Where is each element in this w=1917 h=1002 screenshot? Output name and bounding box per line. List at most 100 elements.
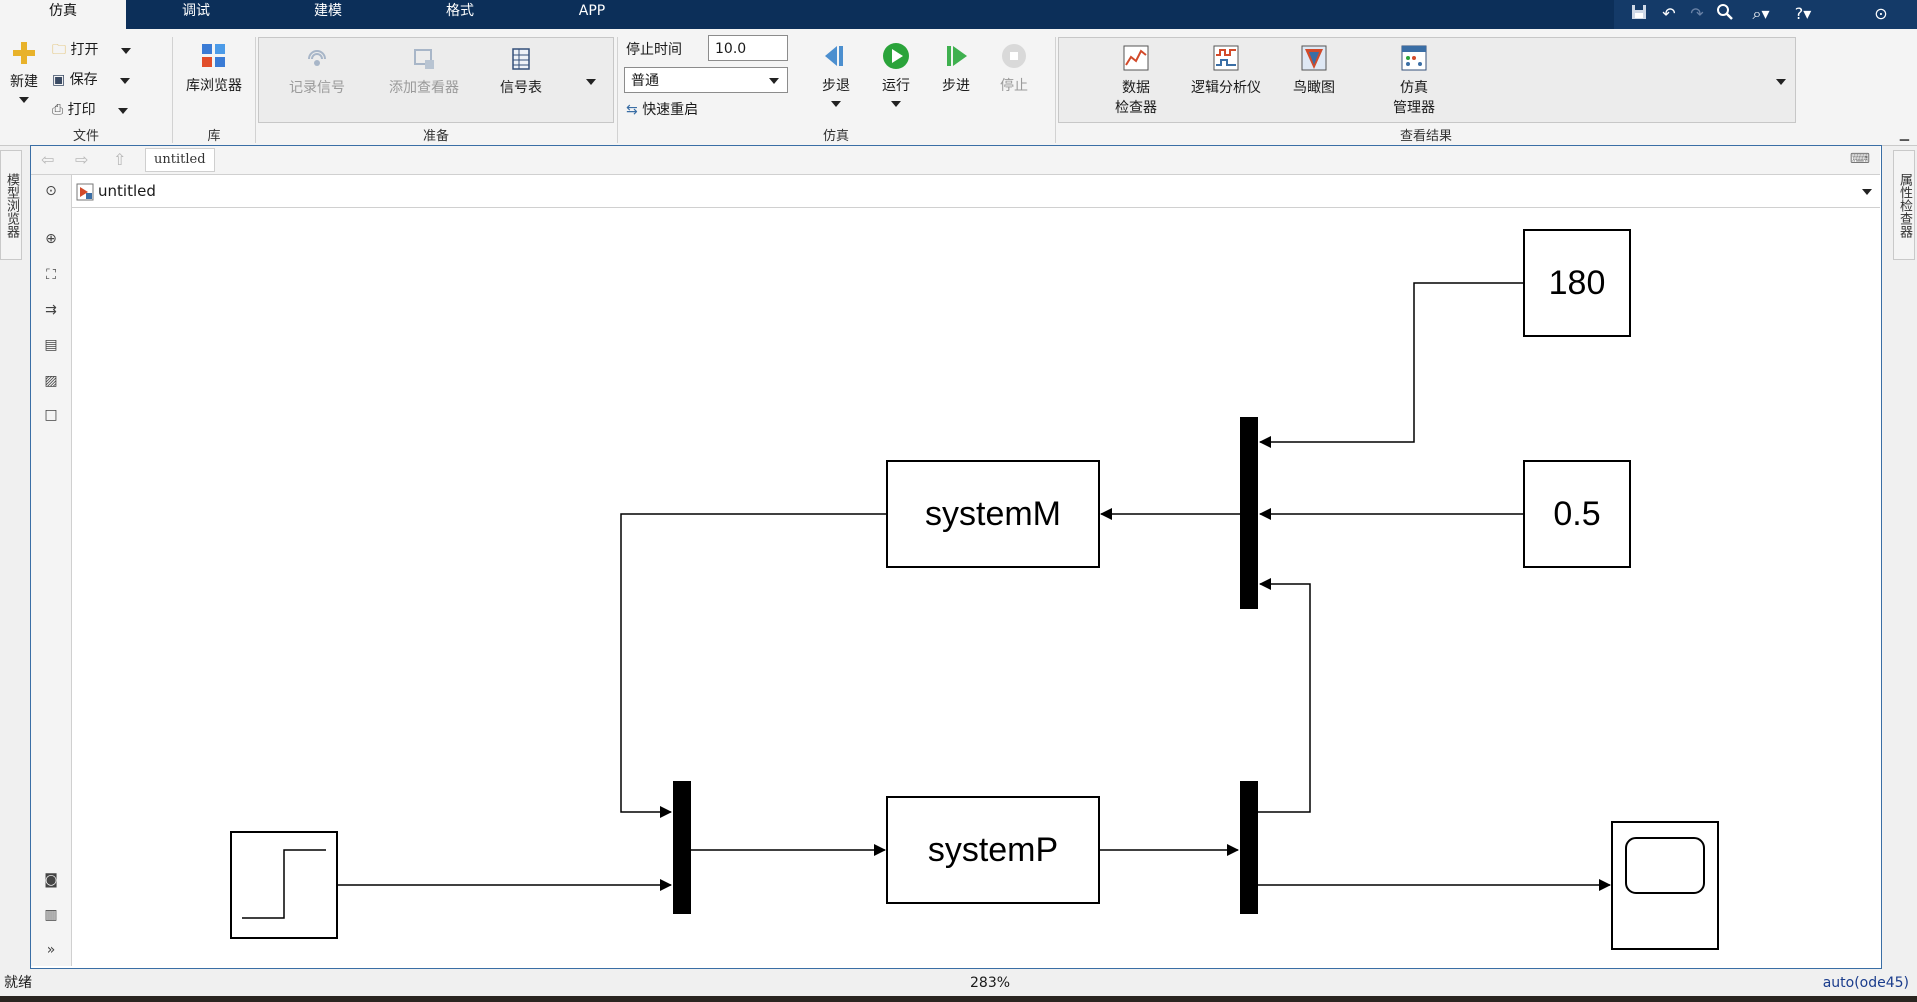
property-inspector-tab[interactable]: 属性检查器 bbox=[1893, 150, 1915, 260]
zoom-icon[interactable]: ⊕ bbox=[45, 231, 57, 247]
save-icon[interactable] bbox=[1628, 3, 1650, 25]
tab-debug[interactable]: 调试 bbox=[182, 3, 210, 19]
print-label: 打印 bbox=[67, 102, 96, 118]
constant-block-180[interactable]: 180 bbox=[1523, 229, 1631, 337]
model-data-icon[interactable]: ▥ bbox=[44, 907, 58, 923]
library-browser-button[interactable]: 库浏览器 bbox=[177, 41, 251, 95]
signal-table-button[interactable]: 信号表 bbox=[486, 45, 556, 97]
model-browser-tab[interactable]: 模型浏览器 bbox=[0, 150, 22, 260]
constant-180-label: 180 bbox=[1549, 264, 1606, 302]
demux-block[interactable] bbox=[1240, 781, 1258, 914]
library-group: 库浏览器 库 bbox=[173, 29, 255, 145]
image-icon[interactable]: ▨ bbox=[44, 373, 58, 389]
forward-arrow-icon[interactable]: ⇨ bbox=[75, 150, 89, 169]
file-group: 新建 🗀 打开 ▣ 保存 ⎙ 打印 文件 bbox=[0, 29, 172, 145]
run-icon bbox=[883, 43, 909, 69]
logic-analyzer-button[interactable]: 逻辑分析仪 bbox=[1168, 43, 1284, 97]
simulate-group-label: 仿真 bbox=[822, 129, 849, 144]
new-icon bbox=[13, 42, 35, 64]
tab-format[interactable]: 格式 bbox=[446, 3, 474, 19]
printer-icon: ⎙ bbox=[52, 102, 64, 118]
data-inspector-label-1: 数据 bbox=[1122, 80, 1150, 96]
stop-time-input[interactable]: 10.0 bbox=[708, 35, 788, 61]
run-label: 运行 bbox=[882, 78, 910, 94]
subsystem-systemP[interactable]: systemP bbox=[886, 796, 1100, 904]
signal-demux-to-mux-top[interactable] bbox=[1258, 578, 1311, 813]
signal-table-label: 信号表 bbox=[500, 80, 542, 96]
step-back-button[interactable]: 步退 bbox=[812, 41, 860, 111]
signal-lines bbox=[337, 282, 1611, 891]
ribbon-tab-bar: 仿真 调试 建模 格式 APP ↶ ↷ ⌕▾ ?▾ ⊙ bbox=[0, 0, 1917, 29]
help-icon[interactable]: ?▾ bbox=[1794, 4, 1812, 23]
chevron-down-icon[interactable] bbox=[120, 78, 131, 84]
step-icon bbox=[242, 849, 326, 919]
up-arrow-icon[interactable]: ⇧ bbox=[113, 150, 127, 169]
review-expand-button[interactable] bbox=[1776, 73, 1786, 89]
step-forward-button[interactable]: 步进 bbox=[932, 41, 980, 95]
print-button[interactable]: ⎙ 打印 bbox=[52, 97, 142, 123]
birdseye-icon bbox=[1301, 45, 1327, 71]
zoom-level[interactable]: 283% bbox=[970, 975, 1011, 991]
signal-routing-icon[interactable]: ⇉ bbox=[45, 302, 57, 318]
log-signals-button[interactable]: 记录信号 bbox=[272, 45, 362, 97]
open-button[interactable]: 🗀 打开 bbox=[52, 37, 142, 63]
fast-restart-icon: ⇆ bbox=[626, 102, 638, 118]
new-button[interactable]: 新建 bbox=[4, 39, 44, 119]
log-signals-label: 记录信号 bbox=[289, 80, 345, 96]
simulation-mode-select[interactable]: 普通 bbox=[624, 67, 788, 93]
undo-icon[interactable]: ↶ bbox=[1662, 4, 1676, 23]
scope-block[interactable] bbox=[1611, 821, 1719, 950]
tool-palette: ⊙ ⊕ ⛶ ⇉ ▤ ▨ □ ◙ ▥ » bbox=[31, 175, 72, 966]
birdseye-label: 鸟瞰图 bbox=[1293, 80, 1335, 96]
hide-explorer-icon[interactable]: ⌨ bbox=[1849, 151, 1870, 167]
data-inspector-button[interactable]: 数据 检查器 bbox=[1096, 43, 1176, 117]
block-diagram-canvas[interactable]: 180 0.5 systemM systemP bbox=[72, 210, 1878, 966]
snapshot-icon[interactable]: ◙ bbox=[44, 872, 58, 888]
fit-view-icon[interactable]: ⛶ bbox=[46, 267, 56, 283]
library-group-label: 库 bbox=[207, 129, 221, 144]
chevron-down-icon bbox=[586, 79, 596, 85]
chevron-down-icon bbox=[891, 101, 901, 107]
model-path[interactable]: untitled bbox=[98, 182, 156, 200]
signal-systemM-feedback[interactable] bbox=[620, 513, 887, 818]
address-bar: untitled bbox=[72, 177, 1880, 208]
annotation-icon[interactable]: ▤ bbox=[44, 337, 58, 353]
chevron-down-icon bbox=[1776, 79, 1786, 85]
redo-icon[interactable]: ↷ bbox=[1690, 4, 1704, 23]
add-viewer-button[interactable]: 添加查看器 bbox=[374, 45, 474, 97]
save-model-button[interactable]: ▣ 保存 bbox=[52, 67, 142, 93]
subsystem-systemM[interactable]: systemM bbox=[886, 460, 1100, 568]
signal-table-icon bbox=[512, 48, 530, 70]
tab-apps[interactable]: APP bbox=[578, 3, 606, 19]
chevron-down-icon[interactable] bbox=[118, 108, 129, 114]
explorer-bar: ⇦ ⇨ ⇧ untitled ⌨ bbox=[31, 146, 1880, 175]
collapse-ribbon-button[interactable]: ▁ bbox=[1899, 127, 1909, 141]
step-block[interactable] bbox=[230, 831, 338, 939]
fast-restart-toggle[interactable]: ⇆ 快速重启 bbox=[626, 97, 766, 123]
options-icon[interactable]: ⊙ bbox=[1874, 4, 1888, 23]
search-icon[interactable] bbox=[1714, 3, 1736, 25]
find-icon[interactable]: ⌕▾ bbox=[1752, 4, 1770, 23]
mux-block-left[interactable] bbox=[673, 781, 691, 914]
tab-simulation[interactable]: 仿真 bbox=[0, 0, 126, 29]
run-button[interactable]: 运行 bbox=[872, 41, 920, 111]
birdseye-button[interactable]: 鸟瞰图 bbox=[1280, 43, 1348, 97]
prepare-expand-button[interactable] bbox=[586, 73, 596, 89]
mux-block-top[interactable] bbox=[1240, 417, 1258, 609]
constant-block-0.5[interactable]: 0.5 bbox=[1523, 460, 1631, 568]
area-icon[interactable]: □ bbox=[44, 407, 58, 423]
hide-palette-icon[interactable]: ⊙ bbox=[45, 183, 57, 199]
stop-time-label: 停止时间 bbox=[626, 42, 682, 58]
signal-180-to-mux[interactable] bbox=[1259, 282, 1524, 448]
stop-button[interactable]: 停止 bbox=[990, 41, 1038, 95]
tab-modeling[interactable]: 建模 bbox=[314, 3, 342, 19]
chevron-down-icon[interactable] bbox=[1862, 189, 1872, 195]
breadcrumb[interactable]: untitled bbox=[145, 148, 215, 172]
stop-icon bbox=[1002, 44, 1026, 68]
chevron-down-icon[interactable] bbox=[120, 48, 131, 54]
solver-indicator[interactable]: auto(ode45) bbox=[1822, 975, 1909, 991]
back-arrow-icon[interactable]: ⇦ bbox=[41, 150, 55, 169]
expand-palette-icon[interactable]: » bbox=[46, 942, 56, 958]
sim-manager-button[interactable]: 仿真 管理器 bbox=[1374, 43, 1454, 117]
prepare-group: 记录信号 添加查看器 信号表 准备 bbox=[256, 29, 616, 145]
